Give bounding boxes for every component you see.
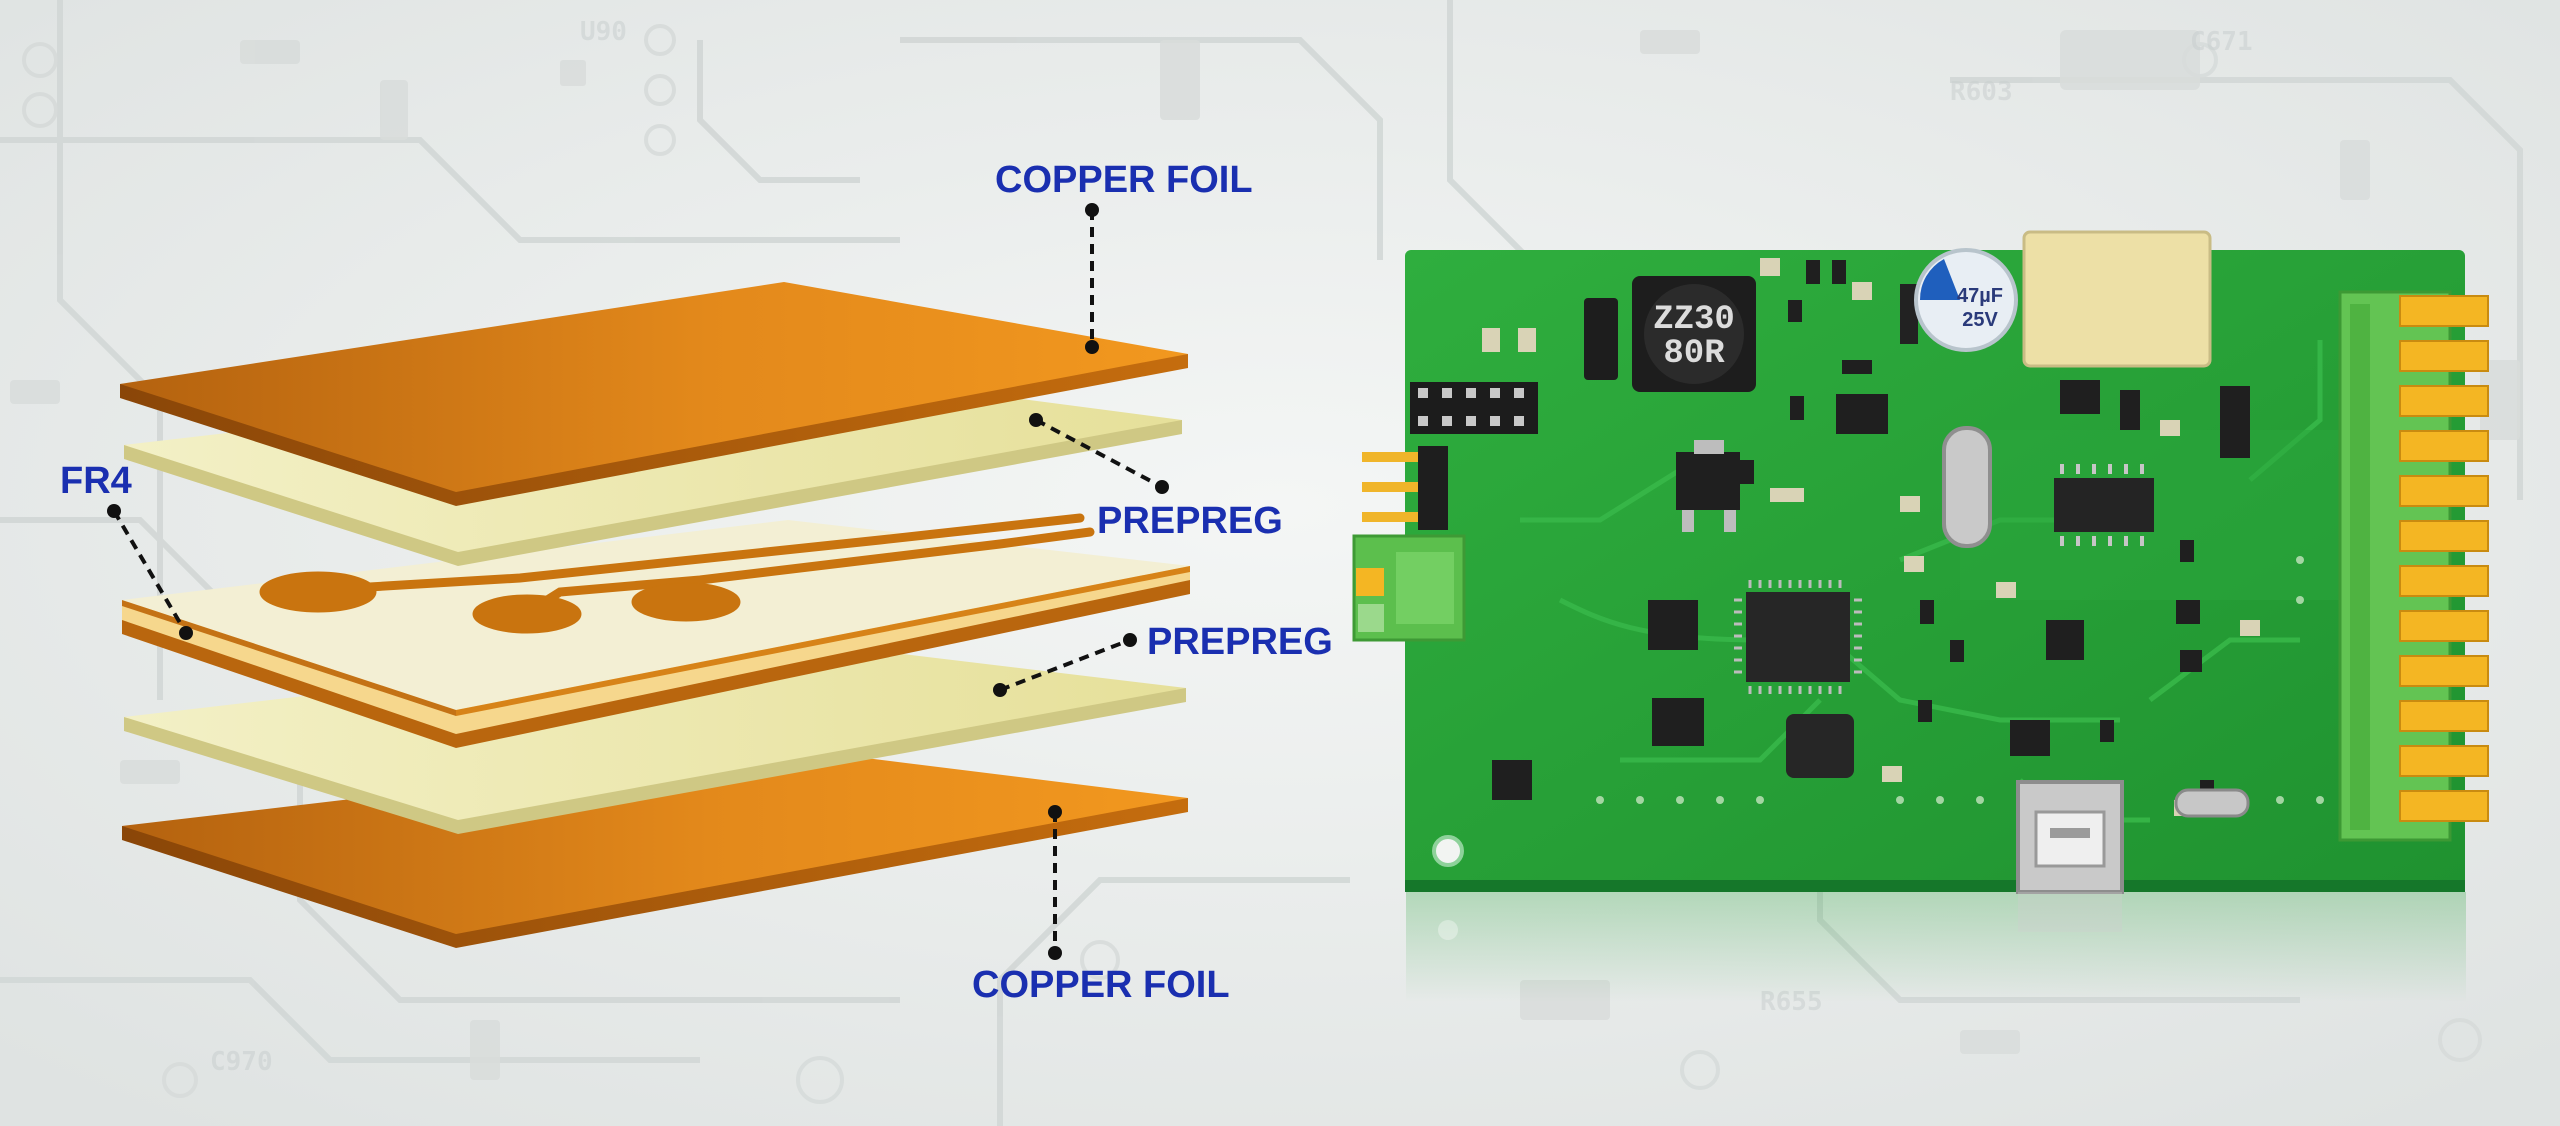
label-prepreg-upper: PREPREG [1097,500,1283,542]
terminal-gold-pins [2399,295,2489,822]
inductor-marking: 80R [1663,335,1725,373]
callout-fr4: FR4 [60,460,193,640]
label-prepreg-lower: PREPREG [1147,621,1333,663]
usb-connector [2016,780,2124,932]
assembled-pcb-photo: ZZ30 80R 47µF 25V [1352,230,2489,1002]
microcontroller-chip [1734,580,1862,694]
background-silkscreen-text: U90 [580,17,627,47]
capacitor-marking: 25V [1962,309,1998,331]
top-copper-foil-layer [120,282,1188,506]
diode [1584,298,1618,380]
film-capacitor [2022,230,2212,368]
pcb-stackup-diagram: COPPER FOIL PREPREG FR4 PREPREG COPPER F… [60,159,1333,1006]
soic-chip [2054,464,2154,546]
board-silkscreen-dots [1596,556,2324,804]
capacitor-marking: 47µF [1957,285,2003,307]
background-silkscreen-text: C671 [2190,27,2253,57]
label-copper-foil-bottom: COPPER FOIL [972,964,1230,1006]
bottom-copper-foil-layer [122,748,1188,948]
left-terminal-block [1352,534,1466,642]
gold-pin-header-left [1362,446,1448,530]
background-silkscreen-text: C970 [210,1047,273,1077]
board-reflection [1406,892,2466,1002]
electrolytic-capacitor: 47µF 25V [1900,248,2018,352]
label-copper-foil-top: COPPER FOIL [995,159,1253,201]
callout-prepreg-upper: PREPREG [1029,413,1283,542]
small-inductor [1786,714,1854,778]
fr4-core-layer [122,513,1190,748]
crystal-small [2174,788,2250,818]
callout-prepreg-lower: PREPREG [993,621,1333,697]
copper-traces [259,513,1095,634]
power-inductor: ZZ30 80R [1632,276,1756,392]
pin-header [1410,382,1538,434]
callout-copper-foil-top: COPPER FOIL [995,159,1253,354]
callout-copper-foil-bottom: COPPER FOIL [972,805,1230,1006]
label-fr4: FR4 [60,460,132,502]
mounting-hole [1432,835,1464,867]
right-terminal-block [2338,290,2489,842]
crystal-oscillator [1942,426,1992,548]
background-silkscreen-text: R603 [1950,77,2013,107]
voltage-regulator [1676,440,1740,532]
mosfet [1492,600,1704,800]
inductor-marking: ZZ30 [1653,301,1735,339]
